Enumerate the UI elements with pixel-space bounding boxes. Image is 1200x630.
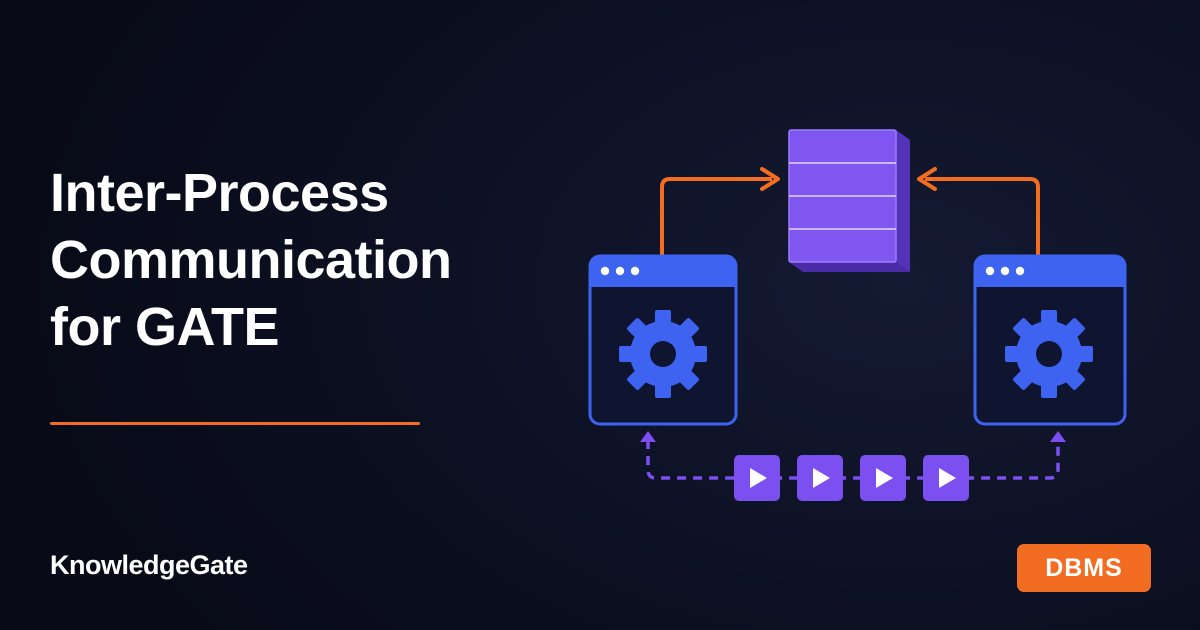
left-to-store-arrow: [660, 177, 772, 256]
right-up-arrowhead: [1050, 431, 1066, 442]
brand-logo-text: KnowledgeGate: [50, 550, 248, 580]
left-process-window: [588, 254, 738, 426]
shared-memory-block: [788, 129, 910, 272]
gear-icon: [1005, 310, 1093, 398]
right-process-window: [973, 254, 1127, 426]
left-up-arrowhead: [640, 431, 656, 442]
title-line-2: Communication: [50, 230, 452, 290]
right-to-store-arrow: [925, 177, 1040, 256]
message-channel: [640, 431, 1066, 480]
message-play-icon: [923, 455, 969, 501]
title-line-3: for GATE: [50, 297, 279, 357]
gear-icon: [619, 310, 707, 398]
message-queue: [734, 455, 969, 501]
title-line-1: Inter-Process: [50, 163, 389, 223]
message-play-icon: [734, 455, 780, 501]
title-underline: [50, 422, 420, 425]
orange-arrows: [660, 167, 1040, 256]
message-play-icon: [797, 455, 843, 501]
message-play-icon: [860, 455, 906, 501]
page-title: Inter-Process Communication for GATE: [50, 160, 610, 361]
left-arrowhead: [760, 167, 780, 191]
category-badge: DBMS: [1017, 544, 1151, 592]
right-arrowhead: [917, 167, 937, 191]
